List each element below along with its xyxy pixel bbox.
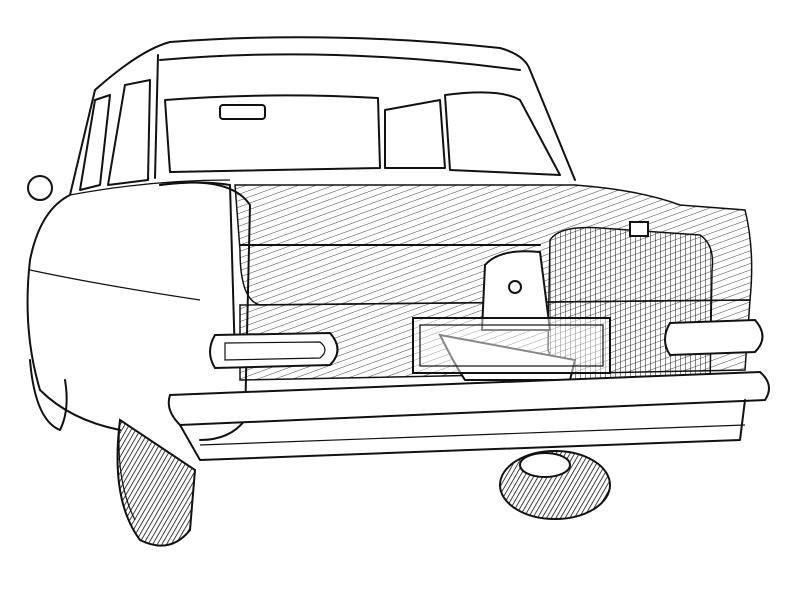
rear-wheel — [116, 418, 197, 547]
spare-wheel — [499, 450, 611, 520]
license-plate — [412, 317, 611, 374]
rear-bumper — [167, 370, 770, 461]
front-wheel — [29, 359, 68, 431]
tail-light-left — [209, 331, 339, 370]
tail-light-right — [664, 318, 764, 357]
